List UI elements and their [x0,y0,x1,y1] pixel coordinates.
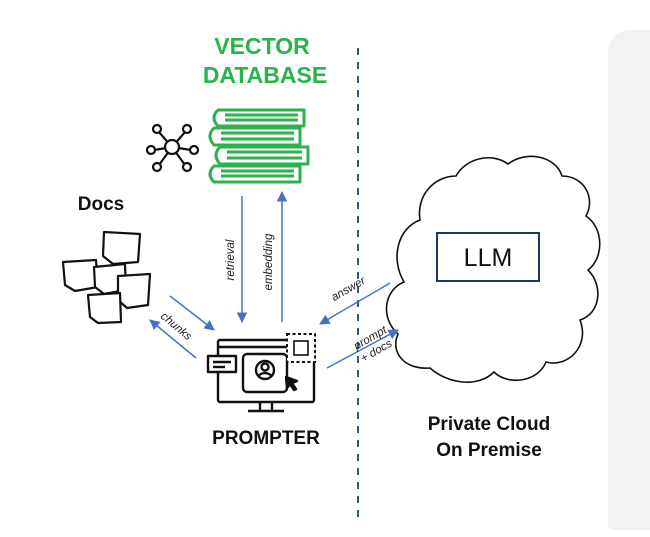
background-panel-edge [608,30,650,530]
network-graph-icon [145,123,200,173]
monitor-user-icon [206,338,316,413]
prompt-arrow [326,329,399,369]
private-cloud-title-line1: Private Cloud [428,414,550,435]
answer-arrow [319,282,391,325]
sticky-notes-icon [61,230,152,325]
chunks-arrow [149,319,197,359]
selection-box-icon [286,333,316,363]
docs-to-prompter-arrow [169,295,215,331]
docs-title: Docs [78,194,124,215]
embedding-label: embedding [263,233,275,291]
selection-box-inner [293,340,309,356]
stacked-books-icon [208,108,310,184]
retrieval-label: retrieval [225,239,237,280]
vector-database-title-line2: DATABASE [203,62,327,88]
llm-box [436,232,540,282]
llm-label: LLM [464,244,513,272]
chunks-label: chunks [158,310,194,343]
vector-database-title-line1: VECTOR [214,33,310,59]
private-cloud-title-line2: On Premise [436,440,542,461]
prompter-title: PROMPTER [212,428,320,449]
